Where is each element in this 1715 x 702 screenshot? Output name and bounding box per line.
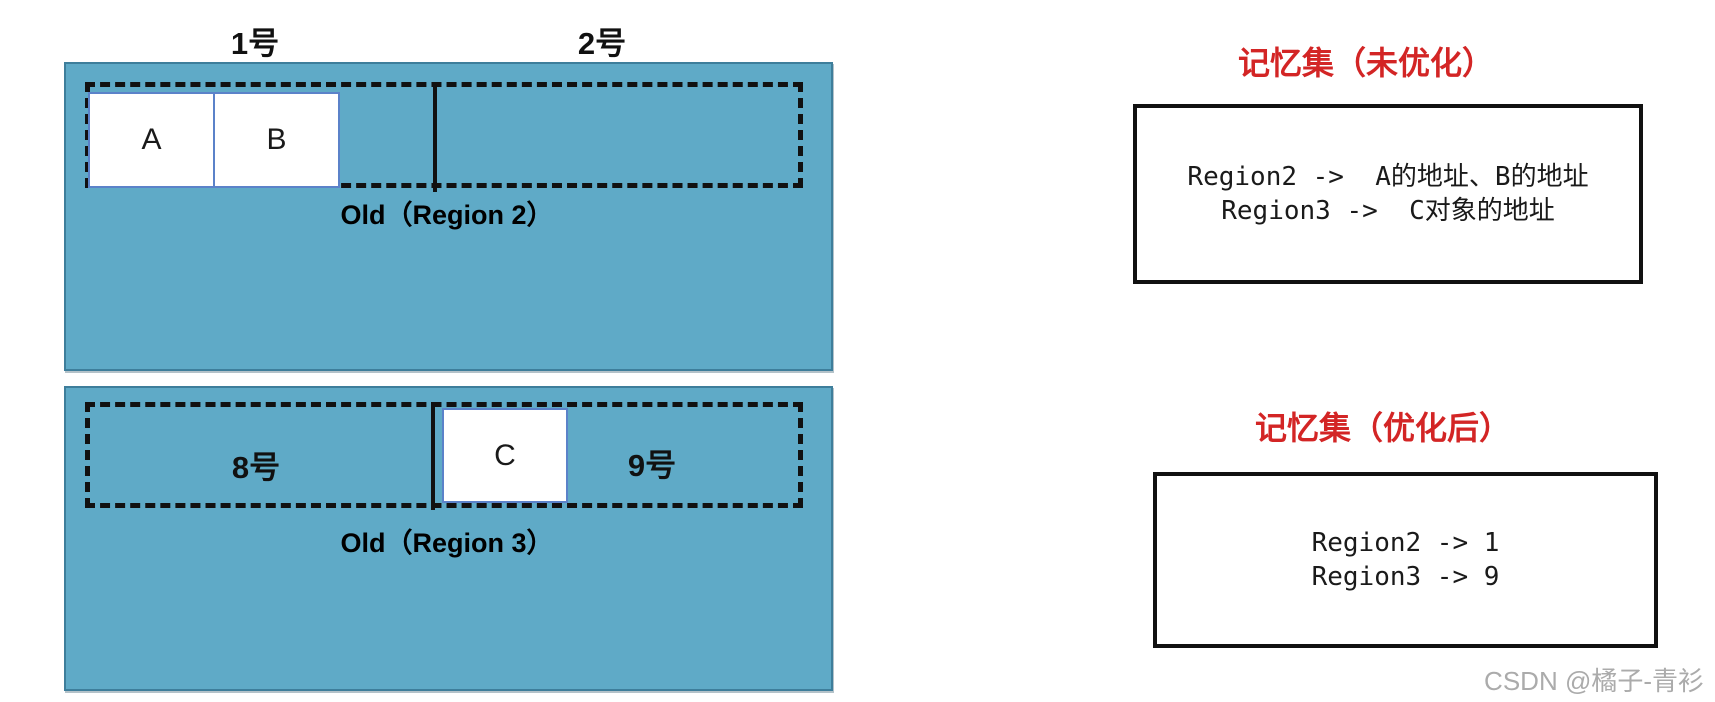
object-c: C xyxy=(442,408,568,503)
card-label-2: 2号 xyxy=(577,26,627,61)
rset-optimized-box: Region2 -> 1 Region3 -> 9 xyxy=(1153,472,1658,648)
card-divider-region3 xyxy=(431,402,435,510)
region2-dashed-card-area xyxy=(85,82,803,188)
card-label-9: 9号 xyxy=(627,448,677,483)
rset-unoptimized-box: Region2 -> A的地址、B的地址 Region3 -> C对象的地址 xyxy=(1133,104,1643,284)
rset-unoptimized-line-region2: Region2 -> A的地址、B的地址 xyxy=(1187,162,1589,192)
rset-optimized-line-region3: Region3 -> 9 xyxy=(1311,562,1500,592)
card-label-1: 1号 xyxy=(230,26,280,61)
card-label-8: 8号 xyxy=(231,450,281,485)
object-a: A xyxy=(141,123,162,156)
card-divider-region2 xyxy=(433,82,437,192)
rset-optimized-title: 记忆集（优化后） xyxy=(1254,410,1511,446)
region3-caption: Old（Region 3） xyxy=(340,528,554,558)
object-pair-ab: A B xyxy=(88,92,340,188)
rset-unoptimized-line-region3: Region3 -> C对象的地址 xyxy=(1221,196,1555,226)
rset-unoptimized-title: 记忆集（未优化） xyxy=(1237,45,1494,81)
region2-caption: Old（Region 2） xyxy=(340,200,554,230)
watermark: CSDN @橘子-青衫 xyxy=(1484,666,1704,696)
object-b: B xyxy=(213,94,338,186)
rset-optimized-line-region2: Region2 -> 1 xyxy=(1311,528,1500,558)
region3-dashed-card-area xyxy=(85,402,803,508)
